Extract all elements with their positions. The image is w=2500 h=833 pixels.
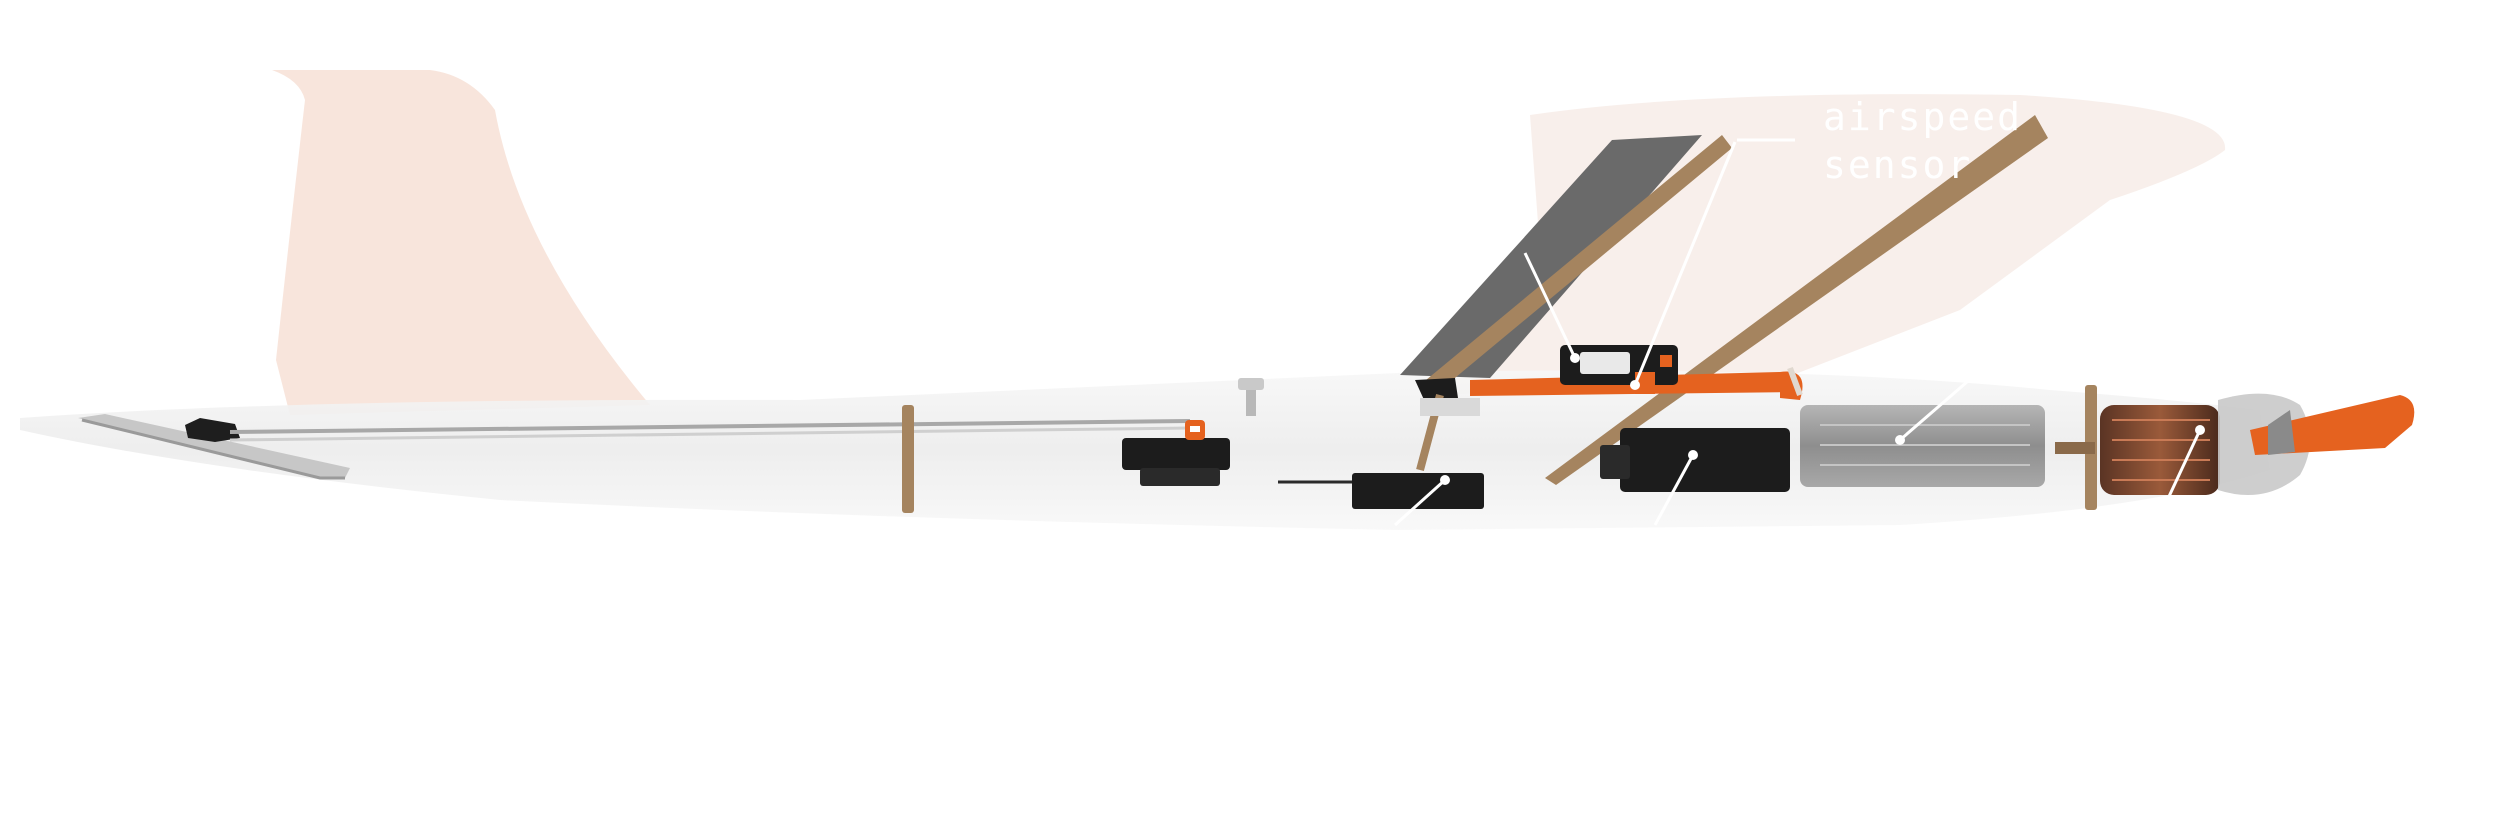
motor	[2100, 405, 2220, 495]
leader-dots	[1440, 353, 2205, 485]
elevator-horn	[185, 418, 240, 442]
former	[902, 405, 914, 513]
tailplane-edge	[81, 418, 345, 480]
airspeed-label-line1: airspeed	[1823, 95, 2022, 139]
motor-mount	[2055, 442, 2095, 454]
receiver	[1278, 473, 1484, 509]
servo	[1122, 420, 1230, 486]
tailplane	[78, 414, 350, 478]
spar-front	[1420, 135, 1732, 392]
propeller	[2250, 395, 2415, 455]
flight-controller	[1600, 428, 1790, 492]
leader-lines	[1393, 138, 2202, 527]
wing-panel	[1400, 135, 1702, 378]
wing-root-mount	[1415, 378, 1480, 472]
pushrod	[229, 419, 1191, 434]
airspeed-label-line2: sensor	[1823, 143, 1972, 187]
mount-bolt	[1238, 378, 1264, 416]
battery	[1800, 405, 2045, 487]
vertical-fin	[272, 70, 650, 415]
pushrod-2	[229, 426, 1191, 442]
